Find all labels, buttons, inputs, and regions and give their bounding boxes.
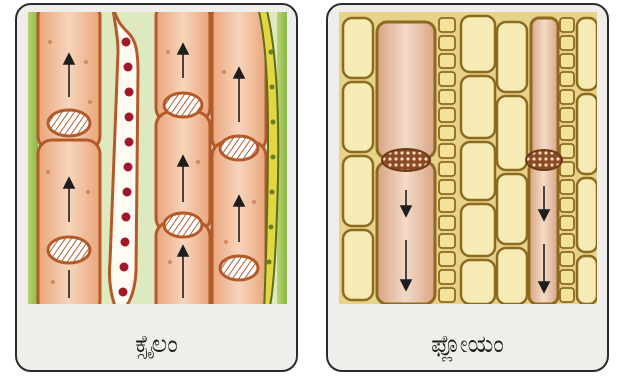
phloem-illustration (339, 12, 597, 304)
xylem-caption: ಕ್ಸೈಲಂ (17, 330, 296, 358)
xylem-card: ಕ್ಸೈಲಂ (15, 3, 298, 372)
xylem-vessel-3 (212, 12, 266, 304)
phloem-caption: ಫ್ಲೋಯಂ (328, 330, 607, 358)
phloem-card: ಫ್ಲೋಯಂ (326, 3, 609, 372)
xylem-illustration (28, 12, 287, 304)
